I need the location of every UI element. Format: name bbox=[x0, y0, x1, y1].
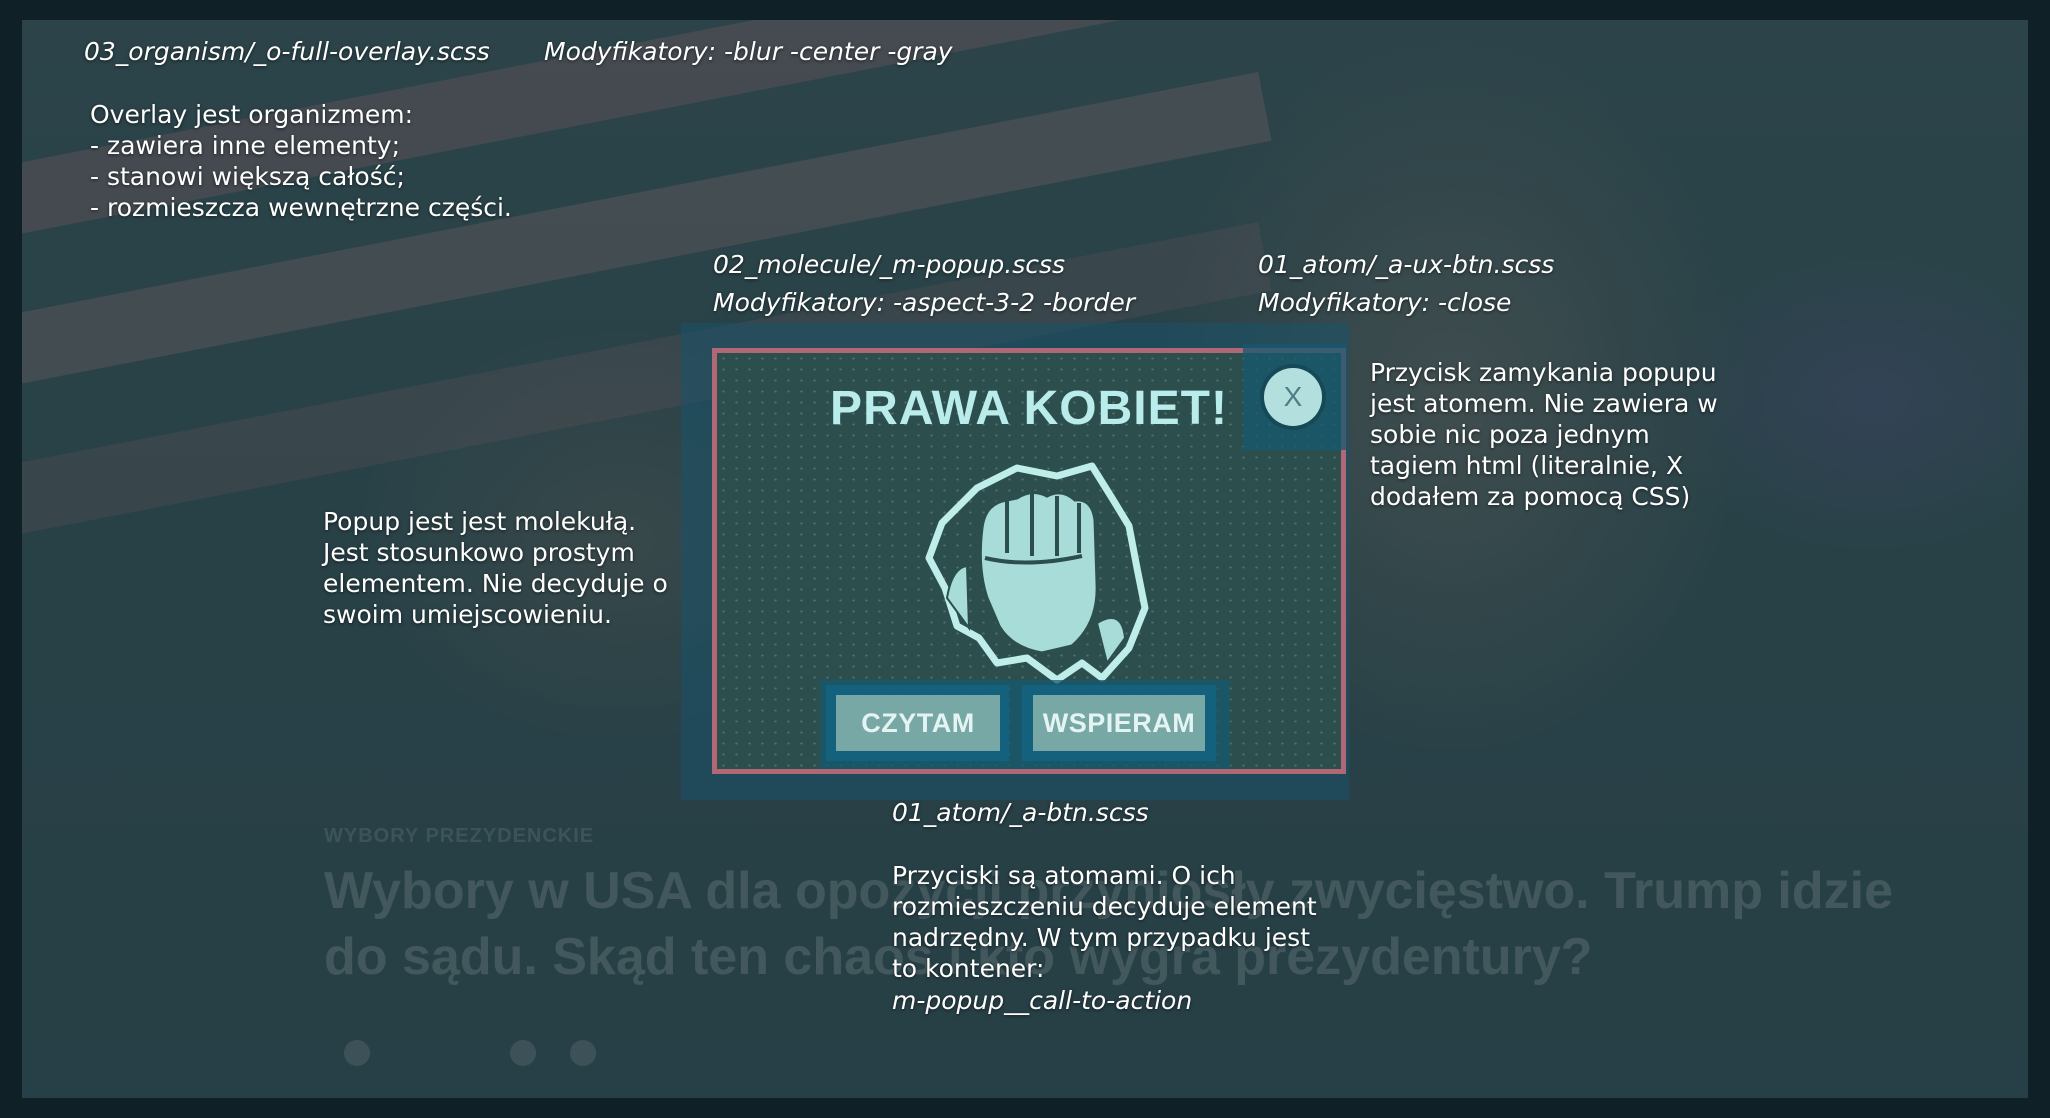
article-headline: Wybory w USA dla opozycji przyniosły zwy… bbox=[324, 862, 1893, 986]
share-icon bbox=[570, 1040, 596, 1066]
btn-file-label: 01_atom/_a-btn.scss bbox=[892, 798, 1149, 827]
popup-description: Popup jest jest molekułą. Jest stosunkow… bbox=[323, 507, 668, 629]
close-modifiers-label: Modyfikatory: -close bbox=[1258, 288, 1512, 317]
close-file-label: 01_atom/_a-ux-btn.scss bbox=[1258, 250, 1555, 279]
overlay-file-label: 03_organism/_o-full-overlay.scss bbox=[84, 37, 490, 66]
close-description: Przycisk zamykania popupu jest atomem. N… bbox=[1370, 358, 1718, 511]
support-button[interactable]: WSPIERAM bbox=[1033, 695, 1205, 751]
overlay-description: Overlay jest organizmem: - zawiera inne … bbox=[90, 100, 512, 222]
background-article: WYBORY PREZYDENCKIE Wybory w USA dla opo… bbox=[324, 825, 1924, 990]
fist-icon bbox=[925, 462, 1149, 684]
share-icon bbox=[510, 1040, 536, 1066]
popup-title: PRAWA KOBIET! bbox=[830, 382, 1228, 435]
close-button[interactable]: X bbox=[1264, 368, 1322, 426]
read-button[interactable]: CZYTAM bbox=[836, 695, 1000, 751]
popup-modifiers-label: Modyfikatory: -aspect-3-2 -border bbox=[713, 288, 1135, 317]
article-kicker: WYBORY PREZYDENCKIE bbox=[324, 825, 595, 847]
overlay-modifiers-label: Modyfikatory: -blur -center -gray bbox=[544, 37, 953, 66]
btn-description: Przyciski są atomami. O ich rozmieszczen… bbox=[892, 861, 1317, 983]
popup-file-label: 02_molecule/_m-popup.scss bbox=[713, 250, 1066, 279]
btn-container-label: m-popup__call-to-action bbox=[892, 986, 1193, 1015]
share-icon bbox=[344, 1040, 370, 1066]
